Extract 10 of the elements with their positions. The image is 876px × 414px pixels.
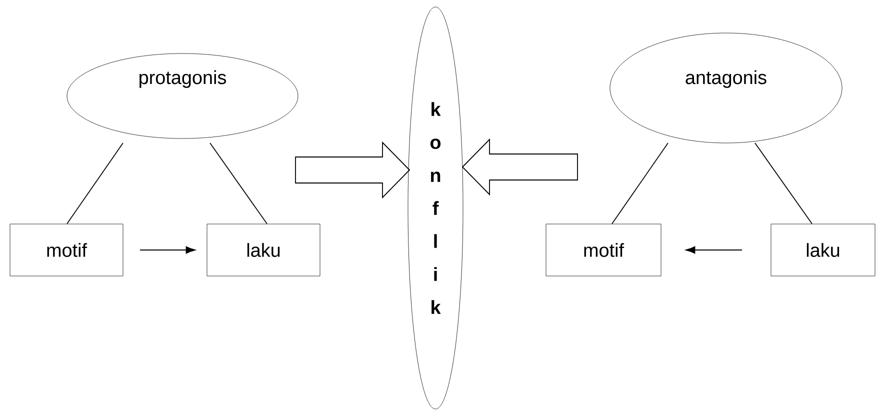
connector-line <box>754 142 812 224</box>
label-box: laku <box>770 224 876 276</box>
arrow <box>140 246 196 254</box>
label-box: motif <box>546 224 662 276</box>
label-box: laku <box>206 224 320 276</box>
label-box: motif <box>10 224 124 276</box>
arrow <box>686 246 742 254</box>
connector-line <box>210 142 268 224</box>
connector-line <box>66 142 124 224</box>
connector-line <box>612 142 668 224</box>
